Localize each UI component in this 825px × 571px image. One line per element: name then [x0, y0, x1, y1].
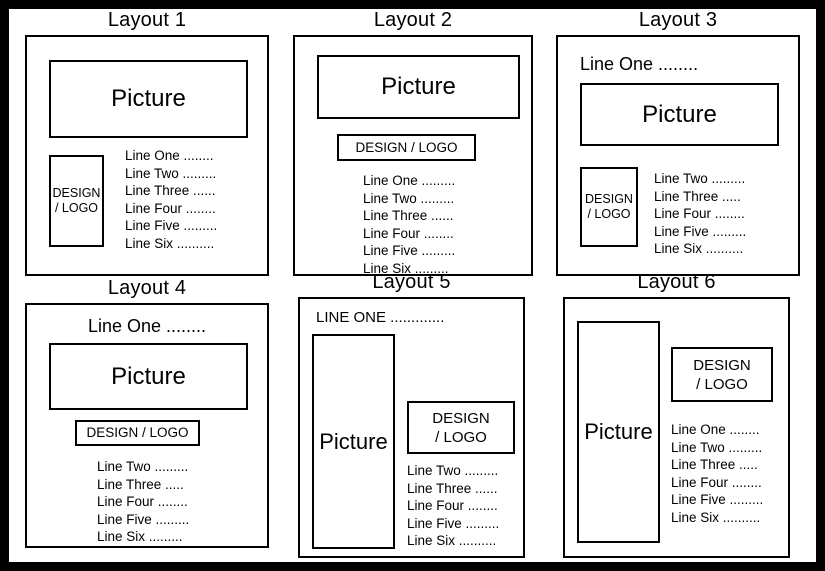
layout-title-4: Layout 4: [107, 277, 187, 299]
list-item: Line Four ........: [97, 494, 188, 510]
logo-box-1: DESIGN / LOGO: [49, 155, 104, 247]
picture-label: Picture: [381, 73, 456, 100]
list-item: Line Six .........: [363, 260, 449, 276]
list-item: Line Four ........: [363, 225, 454, 241]
logo-label-line-2: / LOGO: [54, 201, 99, 215]
list-item: Line Five .........: [97, 511, 190, 527]
layout-cell-4: Layout 4 Line One ........ Picture DESIG…: [25, 276, 269, 548]
picture-label: Picture: [111, 362, 186, 390]
logo-label-line-1: DESIGN: [52, 186, 101, 200]
headline-3: Line One ........: [580, 54, 699, 74]
list-item: Line Two .........: [654, 171, 746, 186]
layout-panel-6: Picture DESIGN / LOGO Line One ........ …: [563, 297, 790, 558]
list-item: Line Four ........: [671, 474, 762, 490]
list-item: Line Six ..........: [671, 509, 761, 525]
layout-cell-5: Layout 5 LINE ONE ............. Picture …: [298, 270, 525, 558]
picture-box-2: Picture: [317, 55, 520, 119]
logo-box-6: DESIGN / LOGO: [671, 347, 773, 402]
logo-box-2: DESIGN / LOGO: [337, 134, 476, 161]
layout-panel-3: Line One ........ Picture DESIGN / LOGO …: [556, 35, 800, 276]
text-lines-6: Line One ........ Line Two ......... Lin…: [671, 421, 763, 527]
logo-label: DESIGN / LOGO: [355, 139, 458, 155]
picture-box-1: Picture: [49, 60, 248, 138]
logo-label-line-1: DESIGN: [585, 192, 633, 206]
layout-cell-6: Layout 6 Picture DESIGN / LOGO Line One …: [563, 270, 790, 558]
logo-label-line-1: DESIGN: [432, 409, 490, 427]
text-lines-3: Line Two ......... Line Three ..... Line…: [654, 170, 746, 258]
list-item: Line Three .....: [97, 476, 184, 492]
list-item: Line One ........: [125, 148, 214, 163]
picture-box-5: Picture: [312, 334, 395, 549]
picture-label: Picture: [642, 100, 717, 128]
picture-box-3: Picture: [580, 83, 779, 146]
text-lines-5: Line Two ......... Line Three ...... Lin…: [407, 462, 499, 550]
list-item: Line Six ..........: [407, 533, 497, 549]
headline-4: Line One ........: [87, 316, 207, 336]
list-item: Line Three .....: [654, 188, 741, 204]
picture-label: Picture: [111, 85, 186, 112]
list-item: Line Two .........: [363, 190, 455, 206]
layout-title-2: Layout 2: [373, 9, 453, 31]
layout-cell-3: Layout 3 Line One ........ Picture DESIG…: [556, 8, 800, 276]
list-item: Line Five .........: [654, 223, 747, 239]
picture-box-6: Picture: [577, 321, 660, 543]
layout-panel-5: LINE ONE ............. Picture DESIGN / …: [298, 297, 525, 558]
logo-label-line-2: / LOGO: [587, 207, 631, 221]
layout-cell-2: Layout 2 Picture DESIGN / LOGO Line One …: [293, 8, 533, 276]
picture-label: Picture: [319, 428, 388, 454]
logo-box-3: DESIGN / LOGO: [580, 167, 638, 247]
list-item: Line Six ..........: [125, 235, 215, 251]
layout-title-1: Layout 1: [107, 9, 187, 31]
layout-title-5: Layout 5: [372, 271, 451, 293]
list-item: Line Two .........: [407, 463, 499, 478]
list-item: Line Two .........: [671, 439, 763, 455]
layout-cell-1: Layout 1 Picture DESIGN / LOGO Line One …: [25, 8, 269, 276]
text-lines-4: Line Two ......... Line Three ..... Line…: [97, 458, 189, 546]
layout-panel-2: Picture DESIGN / LOGO Line One .........…: [293, 35, 533, 276]
list-item: Line Three ......: [407, 480, 498, 496]
layout-panel-1: Picture DESIGN / LOGO Line One ........ …: [25, 35, 269, 276]
list-item: Line One ........: [671, 422, 760, 437]
layout-title-3: Layout 3: [638, 9, 718, 31]
picture-box-4: Picture: [49, 343, 248, 410]
logo-label: DESIGN / LOGO: [86, 425, 189, 440]
list-item: Line Two .........: [125, 165, 217, 181]
logo-label-line-1: DESIGN: [693, 356, 751, 374]
list-item: Line Three ......: [363, 208, 454, 224]
list-item: Line Five .........: [671, 492, 764, 508]
logo-label-line-2: / LOGO: [435, 428, 487, 446]
list-item: Line Three .....: [671, 457, 758, 473]
list-item: Line Four ........: [654, 206, 745, 222]
list-item: Line Four ........: [125, 200, 216, 216]
headline-5: LINE ONE .............: [316, 309, 445, 326]
list-item: Line One .........: [363, 173, 456, 188]
picture-label: Picture: [584, 419, 653, 444]
list-item: Line Four ........: [407, 498, 498, 514]
list-item: Line Five .........: [407, 515, 500, 531]
list-item: Line Six ..........: [654, 241, 744, 257]
logo-box-4: DESIGN / LOGO: [75, 420, 200, 446]
logo-label-line-2: / LOGO: [696, 375, 748, 393]
list-item: Line Two .........: [97, 459, 189, 474]
list-item: Line Three ......: [125, 183, 216, 199]
layout-panel-4: Line One ........ Picture DESIGN / LOGO …: [25, 303, 269, 548]
list-item: Line Five .........: [125, 218, 218, 234]
text-lines-2: Line One ......... Line Two ......... Li…: [363, 172, 455, 278]
text-lines-1: Line One ........ Line Two ......... Lin…: [125, 147, 217, 253]
layout-title-6: Layout 6: [637, 271, 716, 293]
list-item: Line Six .........: [97, 529, 183, 545]
list-item: Line Five .........: [363, 243, 456, 259]
logo-box-5: DESIGN / LOGO: [407, 401, 515, 454]
